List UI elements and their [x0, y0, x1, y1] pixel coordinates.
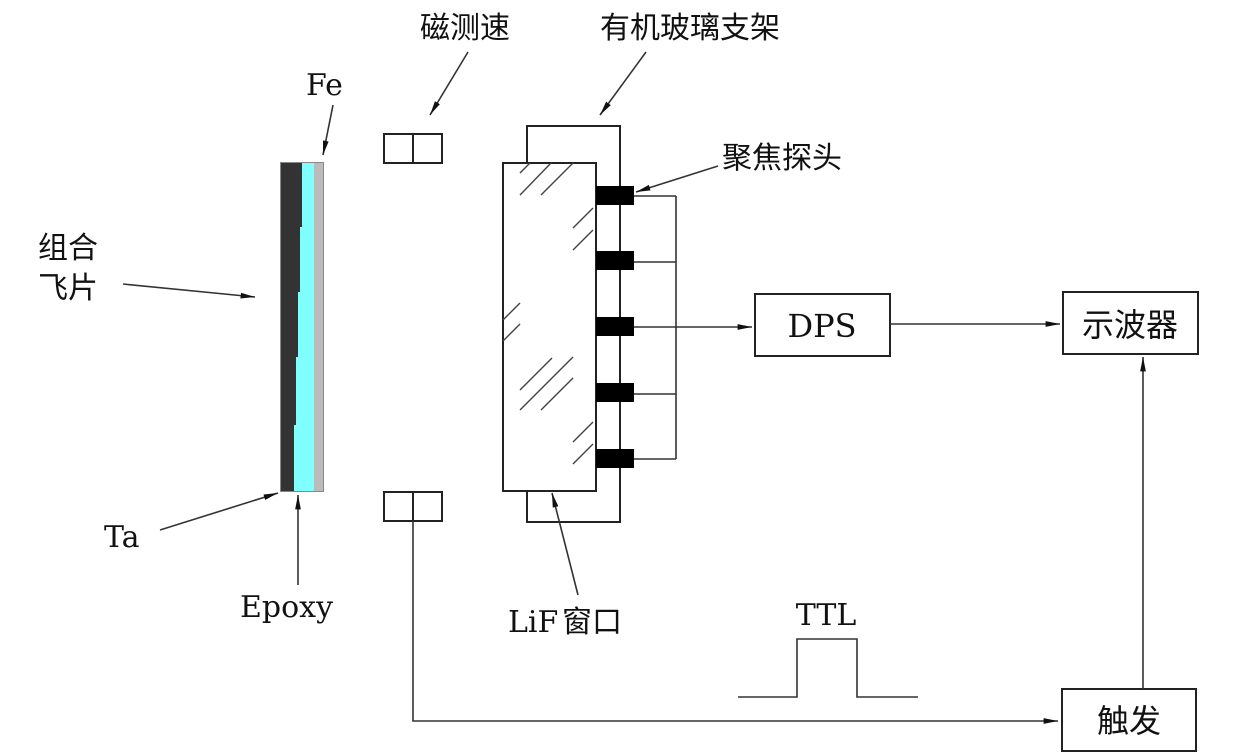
pmma-holder-label: 有机玻璃支架: [600, 11, 780, 46]
lif-window-label-en: LiF: [508, 605, 558, 640]
probe-3: [596, 317, 634, 336]
glass-hatch: [502, 162, 594, 465]
probe-5: [596, 449, 634, 468]
probe-wiring: [634, 195, 752, 460]
lif-window-label: 窗口: [562, 605, 622, 640]
fe-label: Fe: [306, 68, 343, 103]
dps-label: DPS: [787, 307, 856, 345]
fe-arrow: [322, 104, 334, 156]
ta-arrow: [159, 492, 279, 531]
ta-layer: [281, 163, 302, 491]
epoxy-label: Epoxy: [240, 590, 333, 625]
flyer-arrow: [122, 283, 256, 299]
trigger-box: 触发: [1061, 688, 1197, 752]
epoxy-layer: [294, 163, 314, 491]
magnetic-to-trigger-line: [412, 521, 1058, 724]
fe-layer: [314, 163, 323, 491]
lif-window: [502, 162, 597, 492]
ttl-label: TTL: [796, 598, 857, 633]
magnetic-velocity-label: 磁测速: [420, 11, 510, 46]
probe-1: [596, 186, 634, 205]
probe-4: [596, 383, 634, 402]
trigger-label: 触发: [1097, 702, 1161, 740]
oscilloscope-box: 示波器: [1062, 291, 1199, 355]
focus-probe-label: 聚焦探头: [722, 141, 842, 176]
magnetic-velocity-probe-top: [383, 133, 443, 164]
dps-box: DPS: [754, 293, 891, 357]
ta-label: Ta: [104, 520, 140, 555]
composite-flyer: [280, 162, 324, 492]
lif-window-arrow: [551, 492, 579, 596]
oscilloscope-label: 示波器: [1082, 306, 1178, 344]
flyer-label-line2: 飞片: [38, 271, 98, 306]
pmma-holder-arrow: [599, 51, 647, 116]
flyer-label-line1: 组合: [38, 231, 98, 266]
focus-probes: [596, 186, 634, 468]
magnetic-velocity-arrow: [429, 51, 469, 116]
magnetic-velocity-probe-bottom: [383, 491, 443, 522]
ttl-pulse: [738, 638, 918, 698]
focus-probe-arrow: [635, 165, 719, 193]
probe-2: [596, 251, 634, 270]
